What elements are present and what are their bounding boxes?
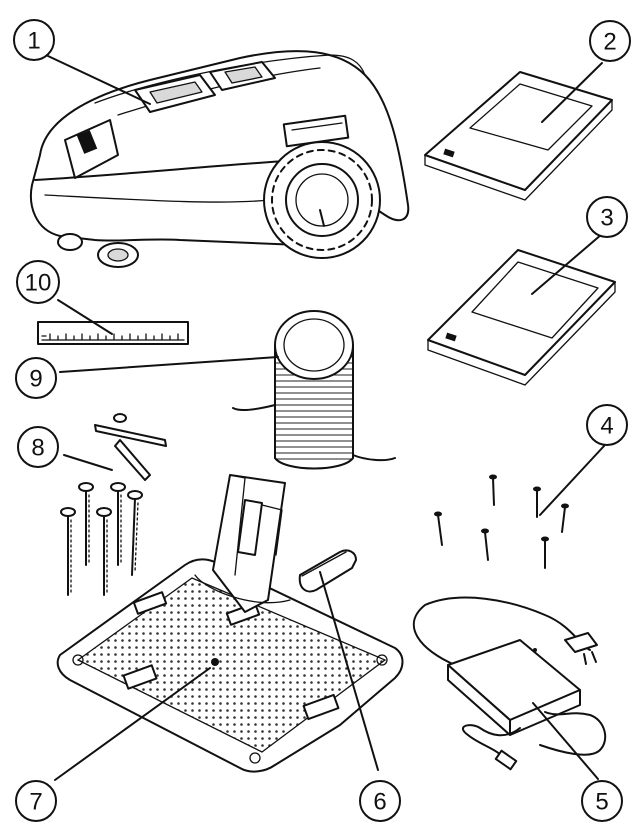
callout-10-label: 10 <box>25 270 52 297</box>
quick-guide-illustration <box>427 249 616 386</box>
robotic-mower-illustration <box>30 50 410 268</box>
callout-3-label: 3 <box>600 205 613 232</box>
power-supply-illustration <box>412 596 607 771</box>
callout-9-label: 9 <box>29 366 42 393</box>
callout-3: 3 <box>586 196 628 238</box>
callout-8: 8 <box>17 426 59 468</box>
callout-1-label: 1 <box>27 28 40 55</box>
callout-7-label: 7 <box>29 789 42 816</box>
callout-8-label: 8 <box>31 435 44 462</box>
callout-2: 2 <box>589 20 631 62</box>
leader-lines <box>47 55 605 781</box>
callout-4-label: 4 <box>600 413 613 440</box>
operating-manual-illustration <box>424 71 613 201</box>
screws-illustration <box>434 474 569 569</box>
callout-9: 9 <box>15 357 57 399</box>
boundary-wire-coil-illustration <box>232 310 396 470</box>
callout-10: 10 <box>16 260 60 304</box>
callout-7: 7 <box>15 780 57 822</box>
callout-6-label: 6 <box>373 789 386 816</box>
charging-station-base-illustration <box>56 474 404 773</box>
callout-4: 4 <box>586 404 628 446</box>
callout-6: 6 <box>359 780 401 822</box>
pegs-and-tool-illustration <box>60 413 167 596</box>
ruler-gauge-illustration <box>37 321 189 345</box>
callout-5: 5 <box>581 780 623 822</box>
contact-plate-illustration <box>298 549 357 593</box>
callout-5-label: 5 <box>595 789 608 816</box>
callout-1: 1 <box>13 19 55 61</box>
callout-2-label: 2 <box>603 29 616 56</box>
